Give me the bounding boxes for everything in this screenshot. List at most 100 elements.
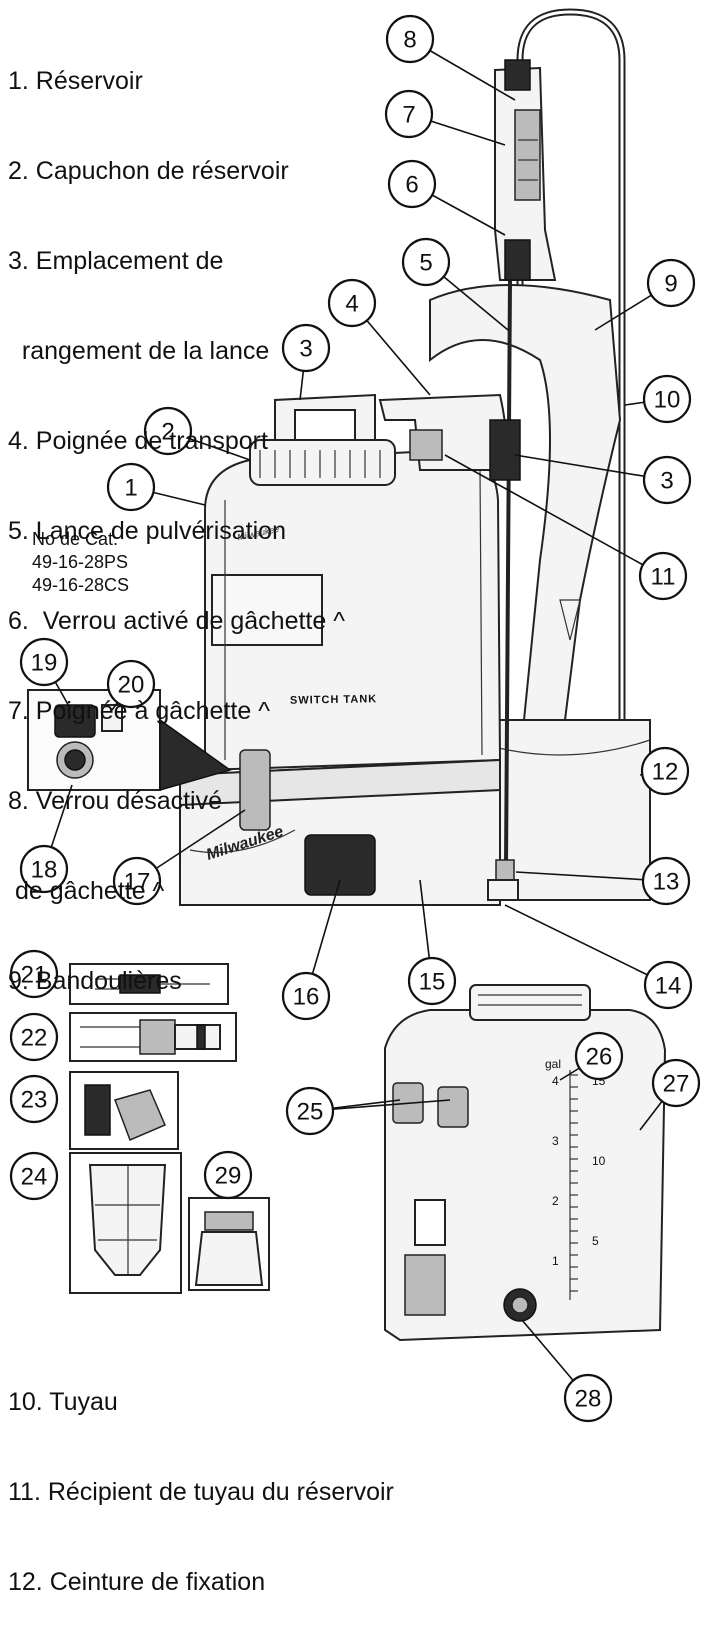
callout-leader [514,454,668,481]
callout-number: 3 [299,336,312,363]
callout-29: 29 [203,1150,253,1200]
latch-clip-2 [437,1086,469,1128]
catalog-label: No de Cat. [32,529,119,549]
callout-leader [444,454,664,577]
callout-number: 10 [654,387,681,414]
callout-number: 2 [161,419,174,446]
callout-number: 1 [124,475,137,502]
catalog-number-2: 49-16-28CS [32,575,130,595]
callout-25: 25 [285,1086,335,1136]
callout-15: 15 [407,956,457,1006]
catalog-number-1: 49-16-28PS [32,552,129,572]
legend-item: 5. Lance de pulvérisation [8,517,286,545]
callout-7: 7 [384,89,434,139]
callout-18: 18 [19,844,69,894]
callout-number: 26 [586,1044,613,1071]
legend-item: de gâchette ^ [8,877,165,905]
callout-10: 10 [642,374,692,424]
callout-3: 3 [642,455,692,505]
wand-clip [489,419,521,481]
callout-number: 22 [21,1025,48,1052]
callout-number: 6 [405,172,418,199]
callout-number: 23 [21,1087,48,1114]
tank-cap [249,439,396,486]
callout-8: 8 [385,14,435,64]
callout-number: 19 [31,650,58,677]
power-switch [54,704,96,738]
callout-number: 12 [652,759,679,786]
callout-14: 14 [643,960,693,1010]
callout-leader [515,871,667,882]
callout-1: 1 [106,462,156,512]
callout-number: 4 [345,291,358,318]
callout-21: 21 [9,949,59,999]
latch [239,749,271,831]
hose-receptacle [409,429,443,461]
callout-number: 24 [21,1164,48,1191]
callout-number: 17 [124,869,151,896]
callout-27: 27 [651,1058,701,1108]
callout-5: 5 [401,237,451,287]
callout-20: 20 [106,659,156,709]
legend-item: 11. Récipient de tuyau du réservoir [8,1478,394,1506]
wand-holder-top [274,393,376,441]
callout-number: 3 [660,468,673,495]
callout-3: 3 [281,323,331,373]
scale-liter-mark: 4 [552,1074,559,1088]
callout-number: 13 [653,869,680,896]
callout-number: 8 [403,27,416,54]
callout-9: 9 [646,258,696,308]
callout-number: 5 [419,250,432,277]
callout-number: 20 [118,672,145,699]
legend-item: 9. Bandoulières [8,967,182,995]
callout-17: 17 [112,856,162,906]
callout-11: 11 [638,551,688,601]
scale-header-gal: gal [545,1057,561,1071]
callout-number: 21 [21,962,48,989]
legend-item: 8. Verrou désactivé [8,787,223,815]
callout-number: 28 [575,1386,602,1413]
legend-item: 4. Poignée de transport [8,427,268,455]
legend-bottom: 10. Tuyau 11. Récipient de tuyau du rése… [8,1327,394,1627]
callout-number: 18 [31,857,58,884]
sprayer-diagram: galL432115105 12334567891011121314151617… [9,8,701,1423]
legend-item: 3. Emplacement de [8,247,224,275]
callout-number: 25 [297,1099,324,1126]
legend-top: 1. Réservoir 2. Capuchon de réservoir 3.… [8,6,345,1026]
callout-number: 16 [293,984,320,1011]
callout-13: 13 [641,856,691,906]
battery [304,834,376,896]
callout-16: 16 [281,971,331,1021]
legend-item: 10. Tuyau [8,1388,118,1416]
callout-12: 12 [640,746,690,796]
callout-22: 22 [9,1012,59,1062]
scale-gallon-mark: 5 [592,1234,599,1248]
tank-label-plate [211,574,323,646]
scale-liter-mark: 2 [552,1194,559,1208]
callout-number: 7 [402,102,415,129]
callout-28: 28 [563,1373,613,1423]
callout-4: 4 [327,278,377,328]
legend-item: 6. Verrou activé de gâchette ^ [8,607,345,635]
callout-23: 23 [9,1074,59,1124]
callout-number: 14 [655,973,682,1000]
scale-liter-mark: 1 [552,1254,559,1268]
legend-item: 12. Ceinture de fixation [8,1568,266,1596]
callout-number: 9 [664,271,677,298]
callout-6: 6 [387,159,437,209]
callout-24: 24 [9,1151,59,1201]
indicator [101,704,123,732]
reservoir-neck [469,984,591,1021]
callout-2: 2 [143,406,193,456]
legend-item: rangement de la lance [8,337,270,365]
legend-item: 7. Poignée à gâchette ^ [8,697,270,725]
callout-26: 26 [574,1031,624,1081]
callout-19: 19 [19,637,69,687]
callout-number: 27 [663,1071,690,1098]
scale-liter-mark: 3 [552,1134,559,1148]
callout-leader [504,904,669,986]
callout-number: 29 [215,1163,242,1190]
spray-wand [504,279,512,866]
tank-brand-text: SWITCH TANK [289,693,378,707]
scale-gallon-mark: 10 [592,1154,606,1168]
